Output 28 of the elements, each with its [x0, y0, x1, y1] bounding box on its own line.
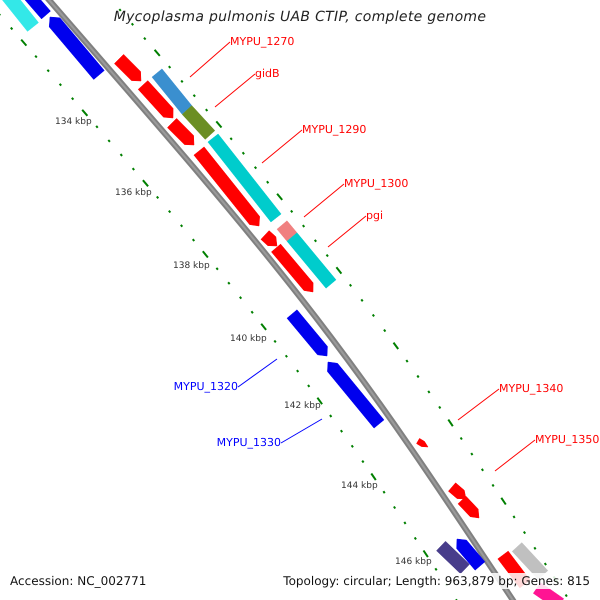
leader-line — [280, 418, 322, 444]
gene-label: MYPU_1350 — [535, 432, 600, 448]
footer-note: Topology: circular; Length: 963,879 bp; Genes: 815 — [283, 573, 590, 589]
map-title: Mycoplasma pulmonis UAB CTIP, complete genome — [114, 9, 486, 25]
leader-line — [328, 216, 366, 248]
gene-label: MYPU_1330 — [216, 435, 281, 451]
scale-label: 138 kbp — [173, 261, 210, 272]
leader-line — [304, 184, 344, 218]
scale-label: 140 kbp — [230, 334, 267, 345]
leader-line — [494, 440, 536, 472]
leader-line — [458, 388, 500, 420]
scale-label: 142 kbp — [284, 401, 321, 412]
gene-label: MYPU_1320 — [174, 379, 238, 395]
scale-label: 136 kbp — [115, 188, 152, 199]
leader-line — [214, 74, 256, 108]
leader-line — [190, 42, 230, 78]
scale-label: 144 kbp — [341, 481, 378, 492]
scale-label: 134 kbp — [55, 117, 92, 128]
footer-note: Accession: NC_002771 — [10, 573, 146, 589]
gene-label: MYPU_1270 — [230, 34, 294, 50]
gene-label: pgi — [366, 208, 384, 224]
leader-line — [262, 130, 302, 164]
scale-label: 146 kbp — [395, 557, 432, 568]
gene-label: MYPU_1340 — [499, 381, 564, 397]
gene-label: gidB — [255, 66, 280, 82]
leader-line — [238, 358, 278, 388]
gene-label: MYPU_1300 — [344, 176, 408, 192]
gene-label: MYPU_1290 — [302, 122, 366, 138]
